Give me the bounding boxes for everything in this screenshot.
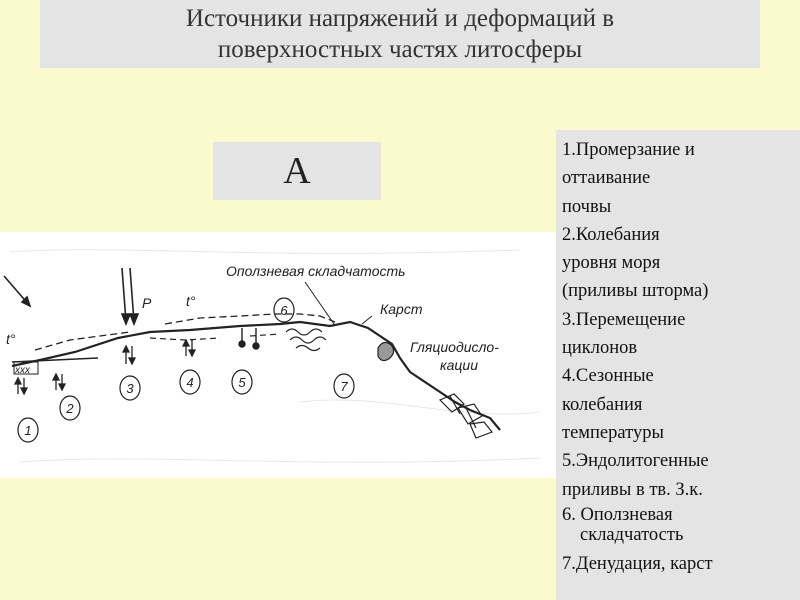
marker-circle bbox=[119, 375, 141, 401]
oscillation-arrows-icon bbox=[13, 338, 197, 396]
temperature-label-mid: t° bbox=[186, 293, 196, 309]
ice-label: xxx bbox=[14, 365, 31, 376]
marker-number-7: 7 bbox=[340, 379, 348, 394]
marker-number-1: 1 bbox=[24, 423, 31, 438]
title-line-1: Источники напряжений и деформаций в bbox=[185, 5, 615, 32]
marker-number-5: 5 bbox=[238, 375, 246, 390]
tidal-pins-icon bbox=[238, 328, 260, 350]
marker-circle bbox=[17, 417, 39, 443]
list-line: 5.Эндолитогенные bbox=[562, 451, 709, 472]
list-line: 3.Перемещение bbox=[562, 309, 686, 330]
diagram-svg: xxx t° t° P bbox=[3, 249, 541, 463]
marker-number-6: 6 bbox=[280, 303, 288, 318]
number-markers bbox=[17, 297, 355, 443]
panel-label-a: A bbox=[213, 142, 381, 200]
list-line: почвы bbox=[562, 196, 612, 217]
list-line: циклонов bbox=[562, 338, 638, 359]
sources-list: 1.Промерзание и оттаивание почвы 2.Колеб… bbox=[556, 130, 800, 600]
list-line: 6. Оползневая bbox=[562, 504, 673, 525]
list-line: (приливы шторма) bbox=[562, 281, 709, 302]
marker-circle bbox=[333, 373, 355, 399]
list-line: уровня моря bbox=[562, 253, 661, 274]
list-line: 7.Денудация, карст bbox=[562, 553, 713, 574]
list-line: 4.Сезонные bbox=[562, 366, 654, 387]
list-line: 2.Колебания bbox=[562, 224, 660, 245]
karst-label: Карст bbox=[380, 301, 423, 317]
landslide-label: Оползневая складчатость bbox=[226, 263, 406, 279]
pressure-arrows-icon bbox=[120, 267, 140, 327]
marker-number-4: 4 bbox=[186, 375, 193, 390]
title-line-2: поверхностных частях литосферы bbox=[217, 36, 583, 63]
number-labels: 1 2 3 4 5 6 7 bbox=[24, 303, 348, 438]
glacio-label-2: кации bbox=[440, 357, 478, 373]
list-line: оттаивание bbox=[562, 168, 651, 189]
marker-circle bbox=[273, 297, 295, 323]
lithosphere-diagram: xxx t° t° P bbox=[0, 232, 556, 478]
marker-circle bbox=[59, 395, 81, 421]
landslide-folds bbox=[285, 328, 327, 352]
slide-title: Источники напряжений и деформаций в пове… bbox=[40, 0, 760, 68]
marker-circle bbox=[179, 369, 201, 395]
background-texture bbox=[9, 249, 541, 463]
marker-number-3: 3 bbox=[126, 381, 134, 396]
list-line: складчатость bbox=[580, 524, 684, 545]
karst-pointer bbox=[361, 315, 373, 325]
list-line: колебания bbox=[562, 394, 643, 415]
glacio-label-1: Гляциодисло- bbox=[410, 339, 499, 355]
pressure-label: P bbox=[142, 295, 152, 311]
list-line: 1.Промерзание и bbox=[562, 140, 695, 160]
radiation-arrow-icon bbox=[3, 275, 32, 308]
dashed-lower-line bbox=[149, 333, 281, 341]
marker-circle bbox=[231, 369, 253, 395]
glacio-blocks bbox=[438, 393, 493, 439]
sea-level-line bbox=[11, 357, 99, 363]
list-line: температуры bbox=[562, 422, 664, 443]
karst-cavity bbox=[377, 341, 395, 362]
list-line: приливы в тв. З.к. bbox=[562, 479, 703, 500]
ice-box bbox=[13, 361, 39, 375]
landslide-pointer bbox=[304, 281, 335, 325]
marker-number-2: 2 bbox=[65, 401, 74, 416]
temperature-label-left: t° bbox=[6, 331, 16, 347]
